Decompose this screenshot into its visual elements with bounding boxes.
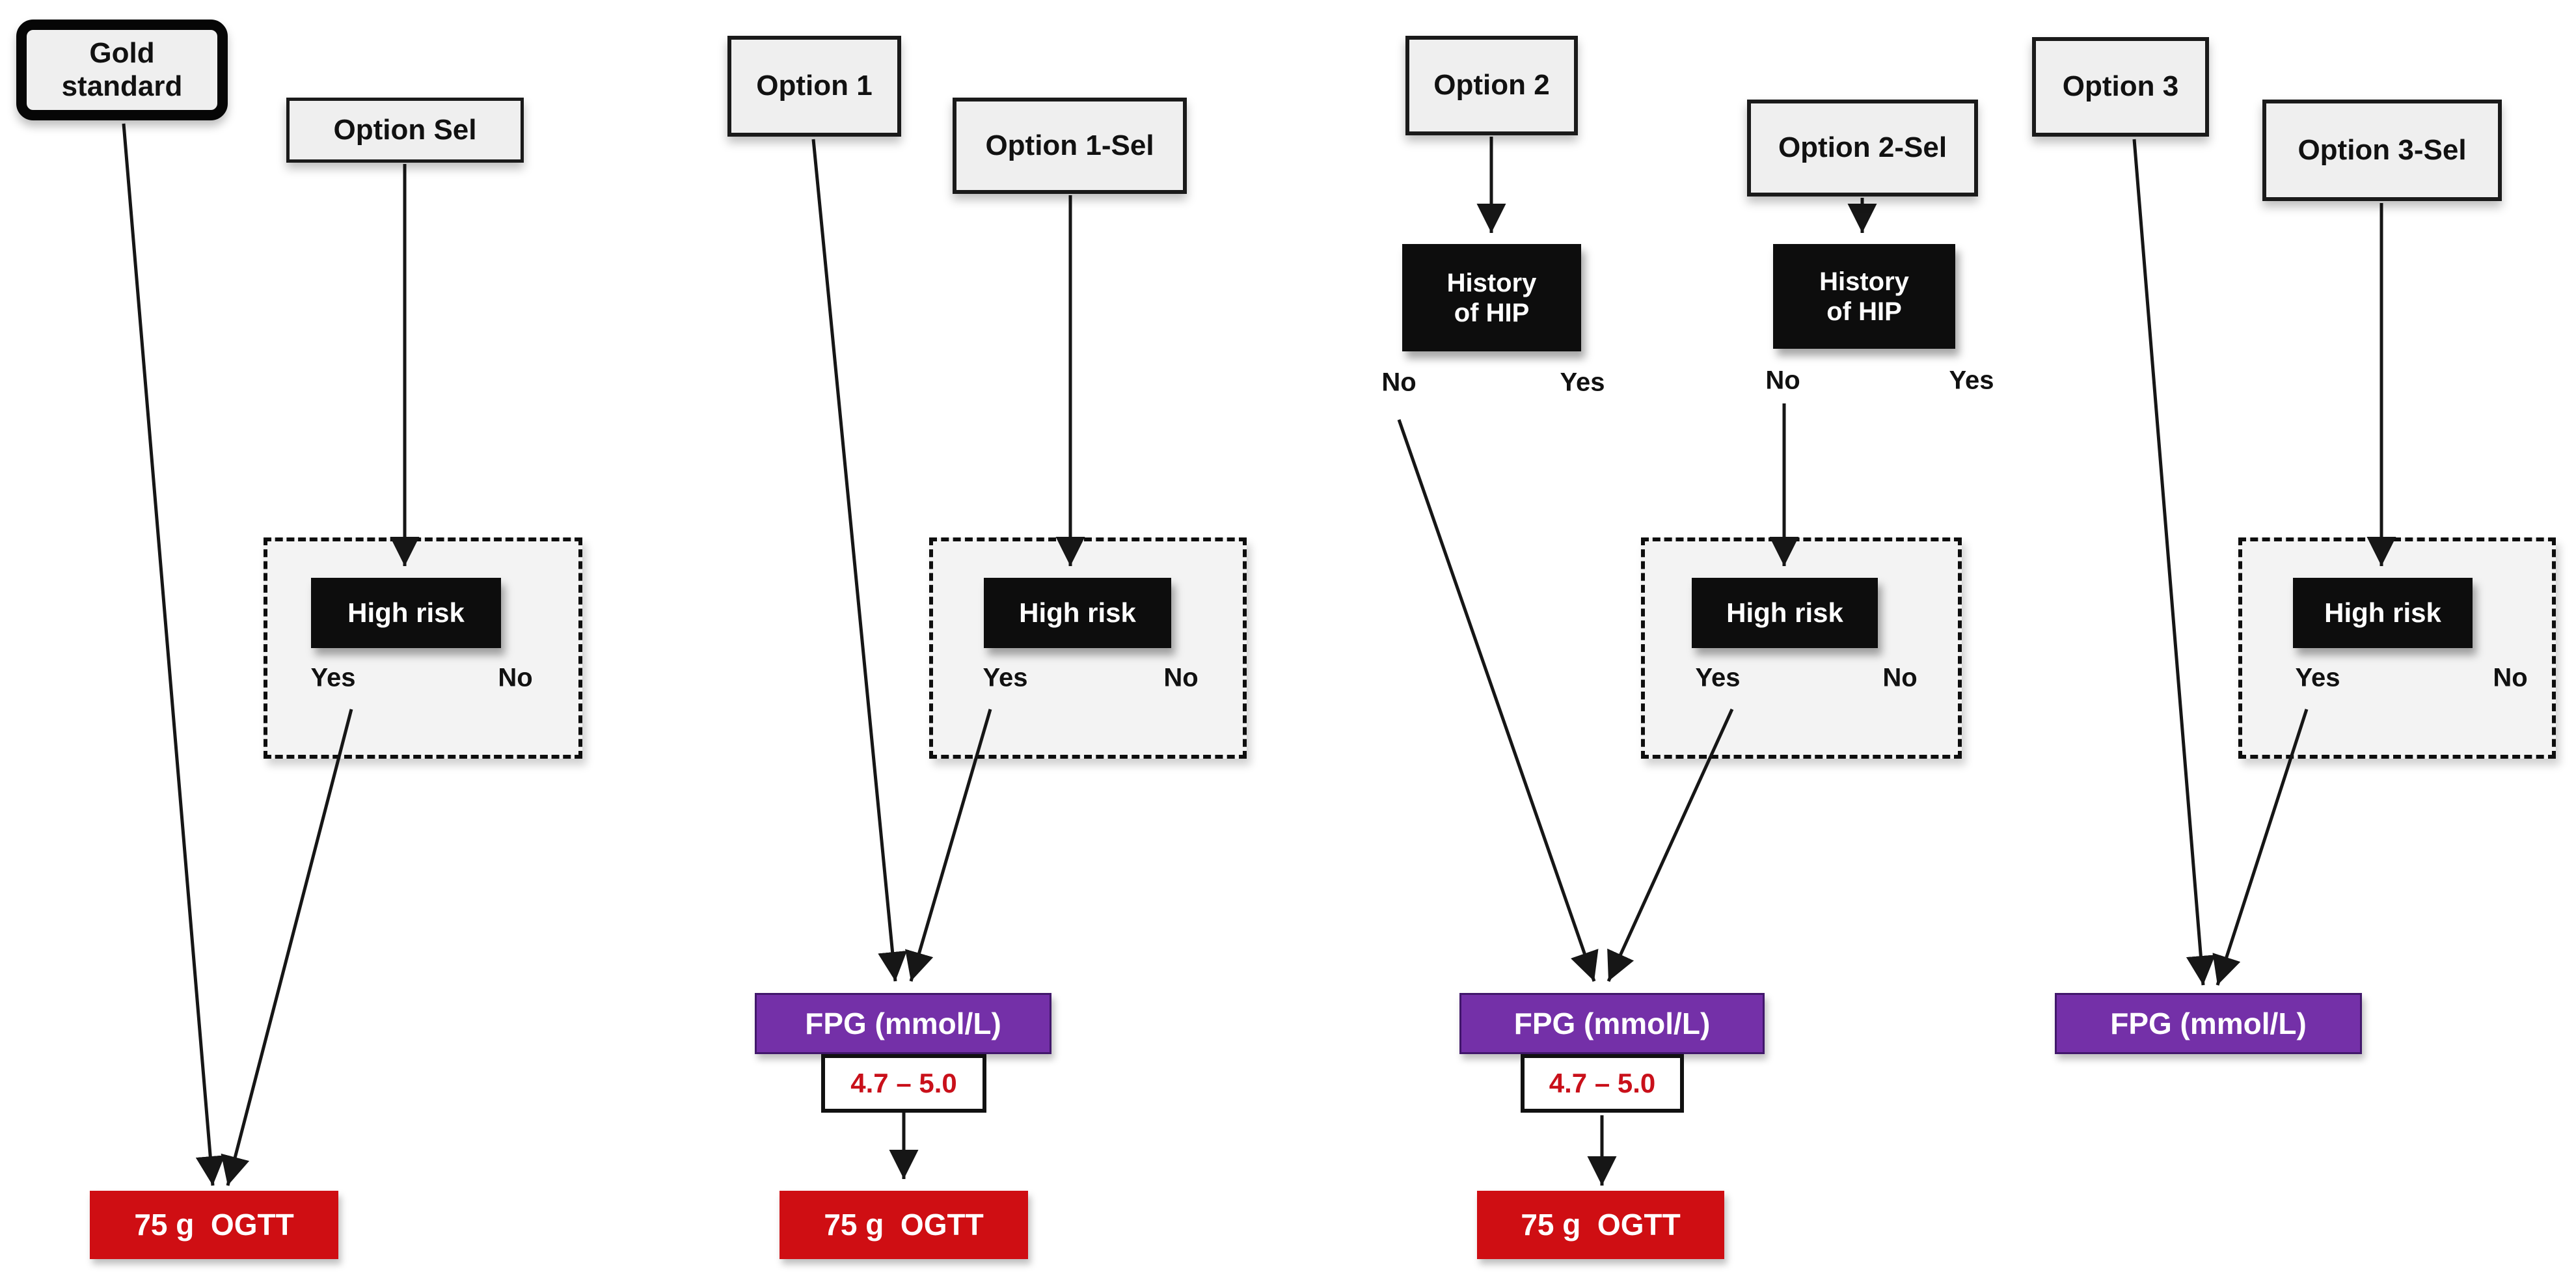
high-risk-box-2: High risk (984, 578, 1171, 648)
ogtt-box-3: 75 g OGTT (1477, 1191, 1724, 1259)
arrow-gold-to-ogtt1 (122, 123, 225, 1186)
fpg-box-4: FPG (mmol/L) (2055, 993, 2362, 1054)
dashed-zone-2 (929, 537, 1247, 759)
history-no-label-2: No (1765, 366, 1800, 395)
no-label-3: No (1882, 663, 1918, 692)
fpg-box-2: FPG (mmol/L) (755, 993, 1051, 1054)
arrow-option1-to-fpg2 (811, 139, 908, 982)
dashed-zone-1 (264, 537, 582, 759)
option-2-sel-box: Option 2-Sel (1747, 100, 1978, 197)
arrow-yes4-to-fpg4 (2212, 709, 2309, 986)
option-1-box: Option 1 (727, 36, 901, 137)
high-risk-box-4: High risk (2293, 578, 2473, 648)
no-label-2: No (1163, 663, 1199, 692)
arrow-historyno-to-fpg3 (1397, 419, 1599, 982)
history-of-hip-box-1: History of HIP (1402, 244, 1581, 351)
dashed-zone-4 (2238, 537, 2556, 759)
yes-label-3: Yes (1695, 663, 1741, 692)
arrow-yes3-to-fpg3 (1607, 708, 1734, 983)
arrow-yes2-to-fpg2 (905, 709, 992, 982)
option-sel-box: Option Sel (286, 98, 524, 163)
history-yes-label-1: Yes (1560, 368, 1605, 397)
ogtt-box-1: 75 g OGTT (90, 1191, 338, 1259)
range-box-3: 4.7 – 5.0 (1521, 1054, 1684, 1113)
high-risk-box-1: High risk (311, 578, 501, 648)
arrow-option3-to-fpg4 (2132, 139, 2216, 986)
option-3-sel-box: Option 3-Sel (2262, 100, 2502, 201)
option-3-box: Option 3 (2032, 37, 2209, 137)
history-yes-label-2: Yes (1949, 366, 1994, 395)
range-box-2: 4.7 – 5.0 (821, 1054, 986, 1113)
high-risk-box-3: High risk (1692, 578, 1878, 648)
yes-label-1: Yes (310, 663, 356, 692)
yes-label-4: Yes (2295, 663, 2340, 692)
no-label-4: No (2493, 663, 2528, 692)
option-1-sel-box: Option 1-Sel (953, 98, 1187, 194)
no-label-1: No (498, 663, 533, 692)
yes-label-2: Yes (983, 663, 1028, 692)
ogtt-box-2: 75 g OGTT (780, 1191, 1028, 1259)
arrow-yes1-to-ogtt1 (221, 709, 353, 1186)
fpg-box-3: FPG (mmol/L) (1459, 993, 1765, 1054)
option-2-box: Option 2 (1405, 36, 1578, 135)
history-no-label-1: No (1381, 368, 1417, 397)
history-of-hip-box-2: History of HIP (1773, 244, 1955, 349)
dashed-zone-3 (1641, 537, 1962, 759)
gold-standard-box: Gold standard (16, 20, 228, 120)
